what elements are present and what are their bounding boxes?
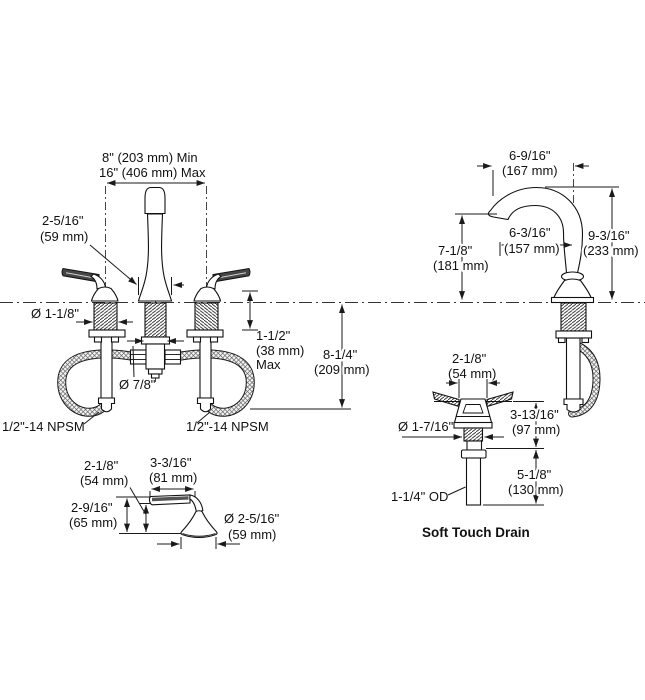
left-handle [61,267,119,302]
dim-tailpiece-od: 1-1/4" OD [391,489,448,504]
drain-view: 2-1/8" (54 mm) 3-13/16" (97 mm) Ø 1-7/16… [391,351,566,540]
dim-outlet-height-mm: (181 mm) [433,258,489,273]
dim-height-in: 9-3/16" [588,228,630,243]
right-handle [193,267,251,302]
tailpiece-od-leader [447,486,466,496]
dim-drain-lower-in: 5-1/8" [517,467,552,482]
dim-spread-max: 16" (406 mm) Max [99,165,206,180]
handle-valve-below-deck [88,302,126,413]
drain-wing-left [432,391,460,408]
dim-spout-base-mm: (59 mm) [40,229,88,244]
dim-base-dia-mm: (59 mm) [228,527,276,542]
dim-lever-length-in: 3-3/16" [150,455,192,470]
dim-drain-thread-dia: Ø 1-7/16" [398,419,454,434]
handle-side-view: 2-1/8" (54 mm) 3-3/16" (81 mm) 2-9/16" (… [69,455,280,549]
dim-lever-length-mm: (81 mm) [149,470,197,485]
dim-center-shank-dia: Ø 7/8" [119,377,156,392]
dim-lever-height-mm: (54 mm) [80,473,128,488]
drain-caption: Soft Touch Drain [422,525,530,540]
dim-inner-reach-in: 6-3/16" [509,225,551,240]
dim-below-deck-mm: (209 mm) [314,362,370,377]
dim-total-height-in: 2-9/16" [71,500,113,515]
label-supply-thread-left: 1/2"-14 NPSM [2,419,85,434]
label-supply-thread-right: 1/2"-14 NPSM [186,419,269,434]
spout-base-leader [89,244,137,285]
dim-spout-base-in: 2-5/16" [42,213,84,228]
dim-deck-max-in: 1-1/2" [256,328,291,343]
dim-total-height-mm: (65 mm) [69,515,117,530]
dim-drain-flange-in: 2-1/8" [452,351,487,366]
dim-base-dia-in: Ø 2-5/16" [224,511,280,526]
dim-handle-shank-dia: Ø 1-1/8" [31,306,79,321]
dim-inner-reach-mm: (157 mm) [504,241,560,256]
dim-deck-max-word: Max [256,357,281,372]
dim-drain-upper-mm: (97 mm) [512,422,560,437]
spout-side-view: 6-9/16" (167 mm) 6-3/16" (157 mm) 9-3/16… [431,148,641,418]
dim-lever-height-in: 2-1/8" [84,458,119,473]
dim-outlet-height-in: 7-1/8" [438,243,473,258]
npsm-leader-right [196,411,211,424]
lever-height-leader [129,487,146,515]
front-view: 8" (203 mm) Min 16" (406 mm) Max 2-5/16"… [2,150,372,434]
dim-height-mm: (233 mm) [583,243,639,258]
dim-drain-lower-mm: (130 mm) [508,482,564,497]
dim-spread-min: 8" (203 mm) Min [102,150,198,165]
dim-below-deck-in: 8-1/4" [323,347,358,362]
dim-drain-flange-mm: (54 mm) [448,366,496,381]
dim-reach-mm: (167 mm) [502,163,558,178]
drain-wing-right [486,391,514,408]
dim-reach-in: 6-9/16" [509,148,551,163]
dim-deck-max-mm: (38 mm) [256,343,304,358]
handle-side-drawing [148,494,218,539]
npsm-leader-left [83,411,100,425]
dim-drain-upper-in: 3-13/16" [510,407,559,422]
spout-front [137,186,173,302]
